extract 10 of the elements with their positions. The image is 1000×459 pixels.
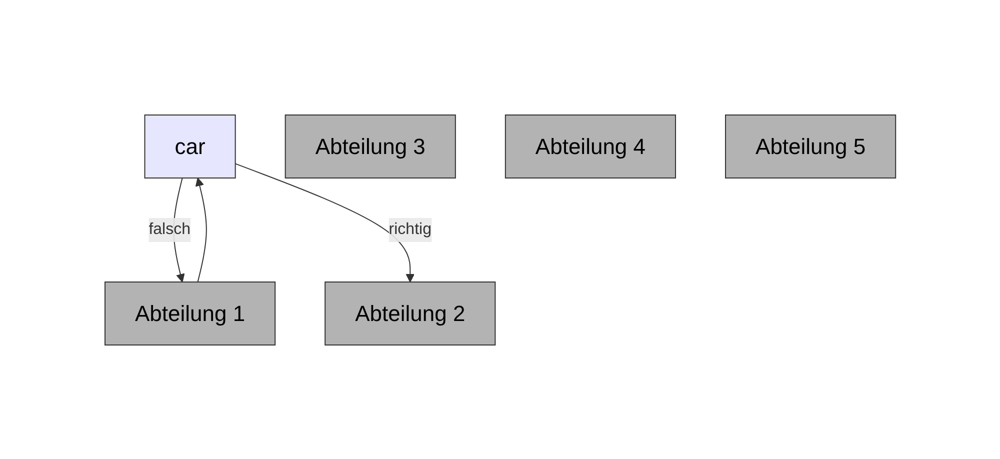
- node-box: car: [144, 114, 236, 178]
- node-box: Abteilung 5: [724, 114, 896, 178]
- edge-label: falsch: [148, 220, 190, 238]
- edge-label: richtig: [388, 220, 432, 238]
- node-box: Abteilung 3: [284, 114, 456, 178]
- node-box: Abteilung 2: [324, 281, 496, 345]
- node-box: Abteilung 4: [504, 114, 676, 178]
- node-box: Abteilung 1: [104, 281, 276, 345]
- arrow: [234, 162, 414, 282]
- arrow: [195, 177, 207, 282]
